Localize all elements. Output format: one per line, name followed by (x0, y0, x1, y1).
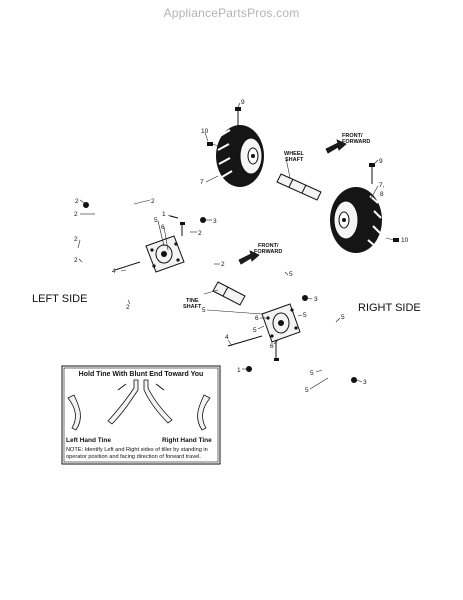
front-forward-label-top: FORWARD (342, 139, 370, 145)
part-number: 4 (225, 334, 229, 341)
tine-shaft-label: SHAFT (183, 304, 202, 310)
part-number: 2 (151, 198, 155, 205)
tine-right-2-icon (197, 394, 211, 431)
part-number: 6 (270, 343, 274, 350)
box-note-line2: operator position and facing direction o… (66, 454, 201, 460)
right-hand-tine-caption: Right Hand Tine (162, 437, 212, 444)
left-wheel (216, 125, 264, 187)
tine-right-1-icon (143, 379, 173, 424)
part-number: 5 (305, 387, 309, 394)
part-number: 8 (380, 191, 384, 198)
left-side-label: LEFT SIDE (32, 293, 87, 305)
part-number: 1 (237, 367, 241, 374)
left-tine-assembly (73, 197, 216, 303)
tine-orientation-box: Hold Tine With Blunt End Toward You Left… (61, 365, 221, 465)
watermark: AppliancePartsPros.com (163, 6, 300, 20)
wheel-shaft-label: SHAFT (285, 157, 304, 163)
tine-shaft (212, 281, 246, 306)
part-number: 2 (126, 304, 130, 311)
part-number-labels: 9 10 7 9 7, 8 10 2 2 2 2 2 2 2 2 1 3 5 6… (74, 99, 409, 394)
part-number: 7, (379, 182, 385, 189)
part-number: 3 (213, 218, 217, 225)
part-number: 1 (162, 211, 166, 218)
part-number: 10 (201, 128, 209, 135)
part-number: 2 (74, 257, 78, 264)
part-number: 2 (198, 230, 202, 237)
tine-shaft-label: TINE (186, 298, 199, 304)
tine-left-1-icon (67, 394, 81, 431)
part-number: 5 (154, 217, 158, 224)
front-forward-label-top: FRONT/ (342, 133, 363, 139)
part-number: 5 (289, 271, 293, 278)
wheel-shaft-label: WHEEL (284, 151, 305, 157)
front-forward-label-middle: FORWARD (254, 249, 282, 255)
part-number: 3 (314, 296, 318, 303)
part-number: 5 (310, 370, 314, 377)
front-forward-arrow-middle (238, 250, 260, 265)
part-number: 9 (379, 158, 383, 165)
part-number: 10 (401, 237, 409, 244)
pin-10-top (207, 142, 213, 146)
part-number: 2 (75, 198, 79, 205)
right-wheel (330, 187, 382, 253)
part-number: 5 (303, 312, 307, 319)
right-side-label: RIGHT SIDE (358, 302, 421, 314)
part-number: 5 (253, 327, 257, 334)
left-hand-tine-caption: Left Hand Tine (66, 437, 111, 444)
part-number: 2 (221, 261, 225, 268)
part-number: 6 (161, 224, 165, 231)
right-tine-assembly (227, 266, 357, 383)
bolt-9-top-left (235, 107, 241, 127)
wheel-shaft (276, 173, 322, 201)
part-number: 9 (241, 99, 245, 106)
box-note-line1: NOTE: Identify Left and Right sides of t… (66, 447, 208, 453)
part-number: 3 (363, 379, 367, 386)
front-forward-arrow-top (325, 139, 347, 154)
part-number: 6 (255, 315, 259, 322)
bolt-9-right (369, 163, 375, 184)
part-number: 5 (202, 307, 206, 314)
part-number: 2 (74, 211, 78, 218)
leader-lines (77, 102, 379, 390)
part-number: 7 (200, 179, 204, 186)
box-title: Hold Tine With Blunt End Toward You (79, 371, 204, 378)
part-number: 4 (112, 268, 116, 275)
front-forward-label-middle: FRONT/ (258, 243, 279, 249)
part-number: 5 (341, 314, 345, 321)
pin-10-right (393, 238, 399, 242)
tine-left-2-icon (107, 379, 139, 425)
part-number: 2 (74, 236, 78, 243)
